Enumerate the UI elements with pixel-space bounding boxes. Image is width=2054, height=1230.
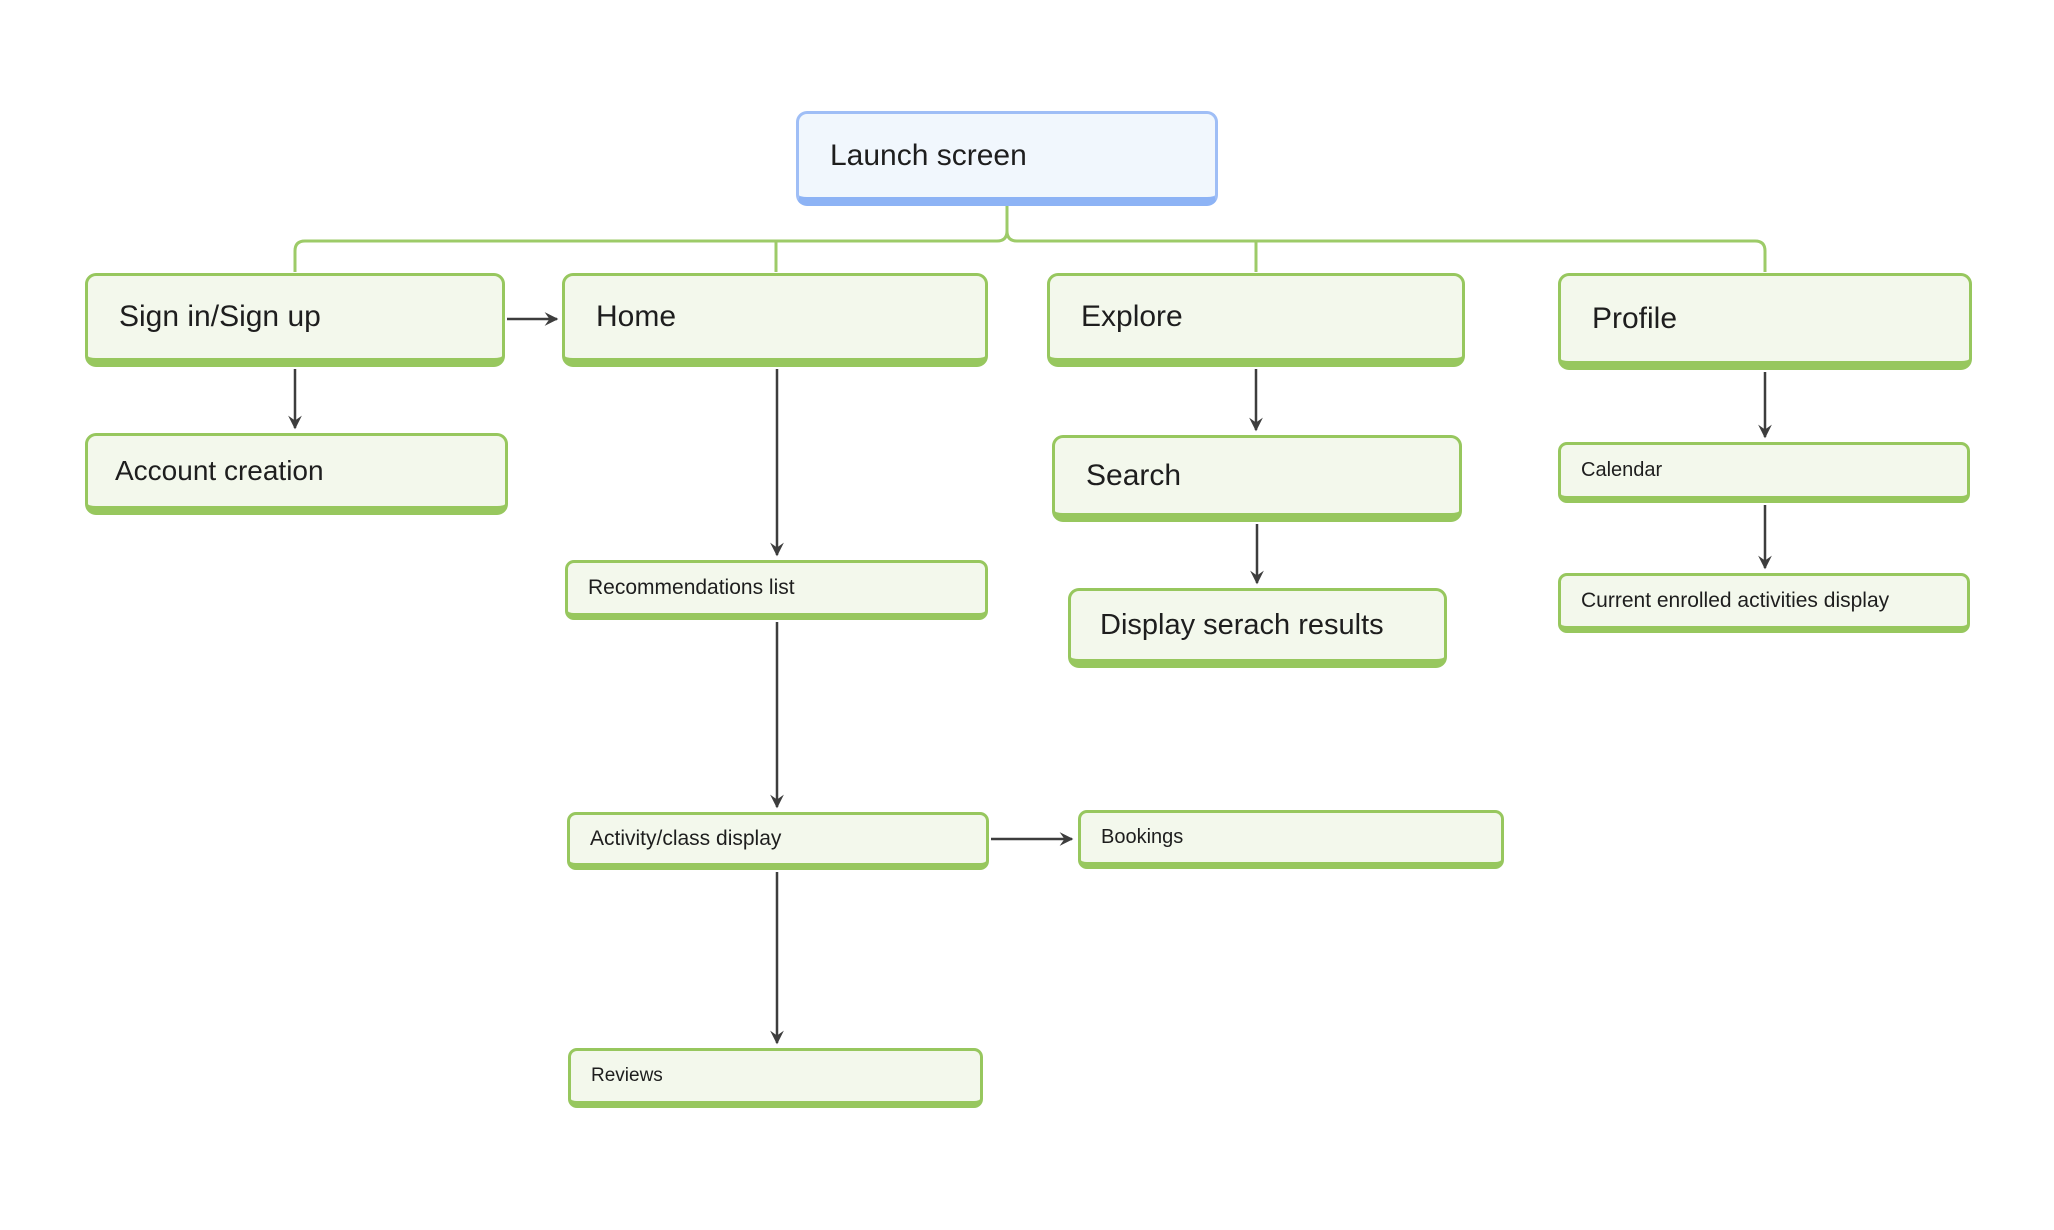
node-launch-screen[interactable]: Launch screen — [796, 111, 1218, 206]
node-current-enrolled-activities[interactable]: Current enrolled activities display — [1558, 573, 1970, 633]
node-calendar[interactable]: Calendar — [1558, 442, 1970, 503]
flow-arrows — [288, 312, 1772, 1045]
node-recommendations-list[interactable]: Recommendations list — [565, 560, 988, 620]
node-reviews[interactable]: Reviews — [568, 1048, 983, 1108]
node-sign-in-sign-up[interactable]: Sign in/Sign up — [85, 273, 505, 367]
node-recommendations-list-label: Recommendations list — [588, 576, 795, 599]
tree-connector-launch-children — [293, 206, 1767, 272]
node-display-search-results-label: Display serach results — [1100, 608, 1384, 641]
node-display-search-results[interactable]: Display serach results — [1068, 588, 1447, 668]
node-home-label: Home — [596, 300, 677, 333]
node-calendar-label: Calendar — [1581, 459, 1663, 481]
node-bookings[interactable]: Bookings — [1078, 810, 1504, 869]
node-search-label: Search — [1086, 458, 1182, 492]
node-explore[interactable]: Explore — [1047, 273, 1465, 367]
node-search[interactable]: Search — [1052, 435, 1462, 522]
node-sign-in-sign-up-label: Sign in/Sign up — [119, 300, 321, 333]
node-account-creation[interactable]: Account creation — [85, 433, 508, 515]
node-launch-screen-label: Launch screen — [830, 138, 1027, 172]
node-activity-class-display[interactable]: Activity/class display — [567, 812, 989, 870]
node-account-creation-label: Account creation — [115, 455, 324, 486]
node-reviews-label: Reviews — [591, 1065, 663, 1086]
node-explore-label: Explore — [1081, 300, 1183, 333]
node-current-enrolled-activities-label: Current enrolled activities display — [1581, 589, 1890, 612]
node-activity-class-display-label: Activity/class display — [590, 827, 782, 850]
node-profile-label: Profile — [1592, 301, 1678, 335]
node-profile[interactable]: Profile — [1558, 273, 1972, 370]
node-home[interactable]: Home — [562, 273, 988, 367]
node-bookings-label: Bookings — [1101, 826, 1184, 848]
